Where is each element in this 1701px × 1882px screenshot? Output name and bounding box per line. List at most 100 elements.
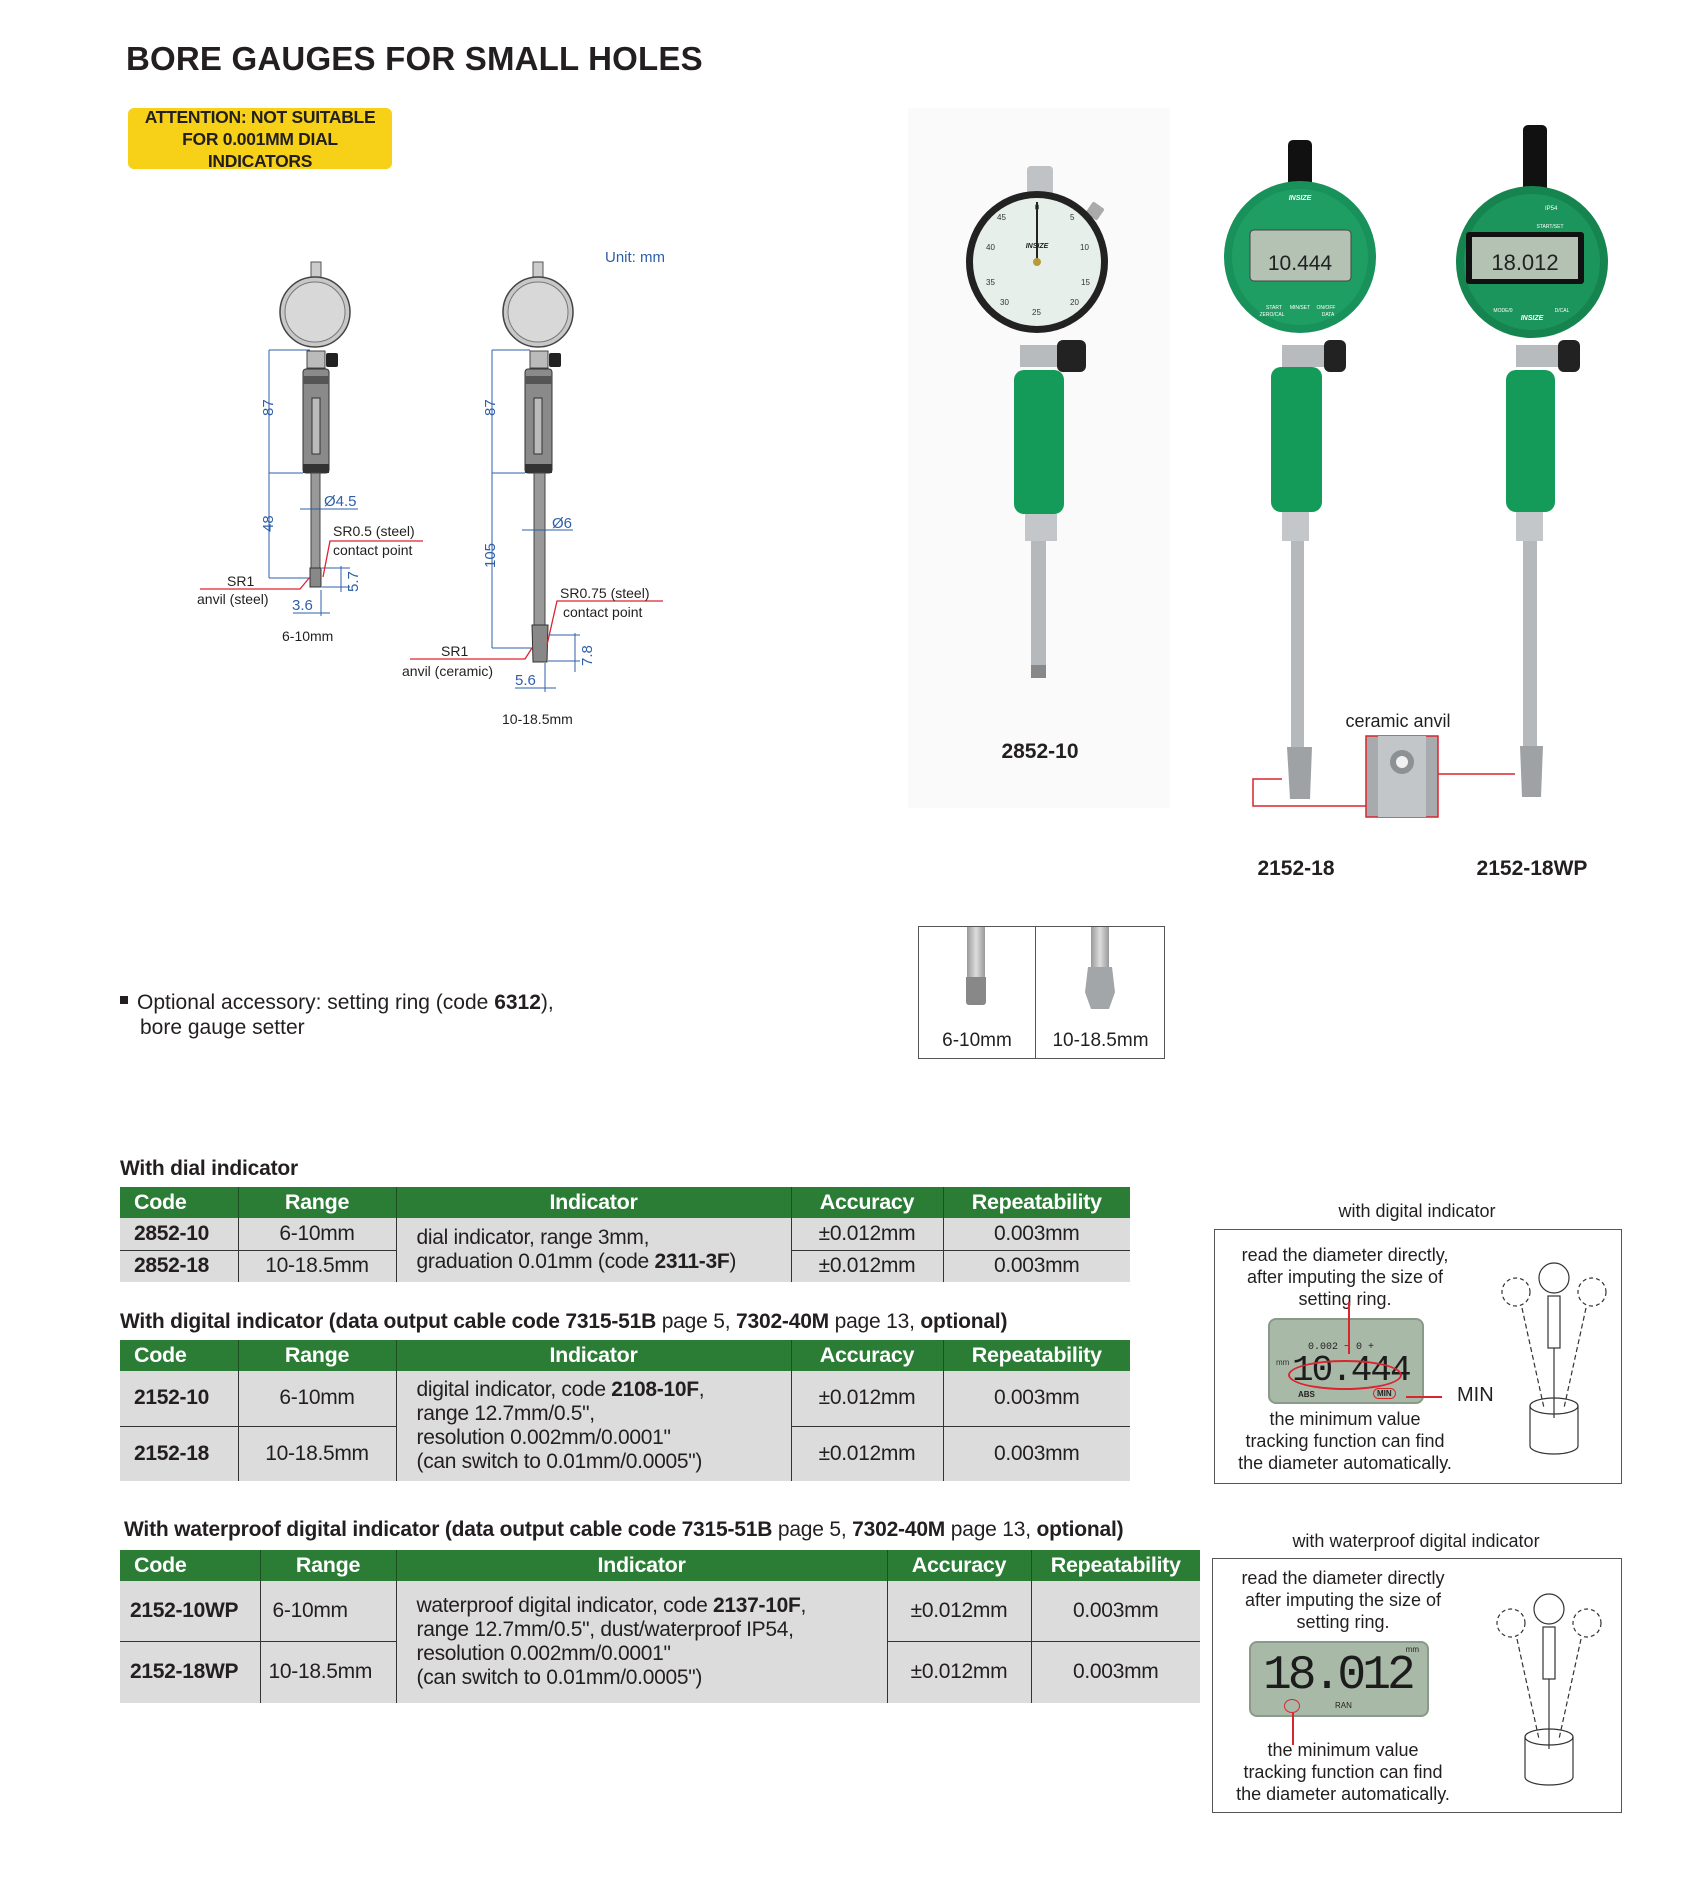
dial-number-30: 30 [1000, 298, 1009, 307]
dim-diameter-right: Ø6 [552, 515, 572, 532]
waterproof-usage-box: read the diameter directly after imputin… [1212, 1558, 1622, 1813]
text-line: after imputing the size of [1246, 1267, 1444, 1287]
accessory-text-3: bore gauge setter [140, 1016, 305, 1039]
waterproof-table-heading: With waterproof digital indicator (data … [124, 1518, 1124, 1542]
dial-number-15: 15 [1081, 278, 1090, 287]
col-code: Code [120, 1550, 260, 1581]
attention-badge: ATTENTION: NOT SUITABLE FOR 0.001MM DIAL… [128, 107, 392, 171]
dial-table-heading: With dial indicator [120, 1157, 299, 1180]
repeatability-cell: 0.003mm [1030, 1581, 1200, 1641]
ceramic-anvil-label: ceramic anvil [1345, 711, 1450, 731]
dial-number-0: 0 [1035, 203, 1040, 212]
tip-label-10-18: 10-18.5mm [1052, 1030, 1149, 1051]
gauge-drawing-10-18 [502, 261, 574, 663]
tip-label-6-10: 6-10mm [942, 1030, 1012, 1051]
indicator-line: waterproof digital indicator, code [416, 1594, 714, 1617]
min-callout-label: MIN [1457, 1384, 1494, 1406]
lcd-abs: ABS [1298, 1390, 1315, 1399]
indicator-line: (can switch to 0.01mm/0.0005") [416, 1450, 703, 1473]
digital-lcd-display: 0.002 − 0 + mm 10.444 ABS MIN [1268, 1302, 1442, 1404]
digital-bottom-text: the minimum value tracking function can … [1215, 1408, 1475, 1474]
code-cell: 2152-18WP [120, 1640, 260, 1703]
model-label-2152-18wp: 2152-18WP [1477, 857, 1588, 880]
indicator-line: ) [729, 1250, 737, 1273]
col-accuracy: Accuracy [886, 1550, 1031, 1581]
indicator-line: dial indicator, range 3mm, [416, 1226, 650, 1249]
range-cell: 6-10mm [237, 1218, 396, 1250]
dial-number-45: 45 [997, 213, 1006, 222]
tip-6-10: 6-10mm [919, 927, 1036, 1058]
anvil-label-right: SR1 [441, 643, 468, 659]
wp-mode-label: MODE/0 [1493, 308, 1512, 314]
text-line: read the diameter directly, [1241, 1245, 1449, 1265]
dimension-drawing: Unit: mm 87 48 Ø4.5 5.7 3.6 SR0.5 (steel… [197, 249, 665, 727]
dial-number-5: 5 [1070, 213, 1075, 222]
col-indicator: Indicator [395, 1550, 887, 1581]
col-repeatability: Repeatability [1030, 1550, 1200, 1581]
dim-width-right: 5.6 [515, 672, 536, 689]
digital-data-button-label: DATA [1322, 312, 1335, 318]
text-line: the diameter automatically. [1236, 1784, 1450, 1804]
model-label-2152-18: 2152-18 [1257, 857, 1334, 880]
text-line: the minimum value [1269, 1409, 1421, 1429]
digital-table-heading: With digital indicator (data output cabl… [120, 1310, 1007, 1334]
heading-part: optional) [920, 1310, 1008, 1333]
range-cell: 10-18.5mm [237, 1249, 396, 1282]
accuracy-cell: ±0.012mm [790, 1425, 943, 1481]
range-cell: 10-18.5mm [237, 1425, 396, 1481]
dim-87-right: 87 [482, 399, 499, 416]
indicator-code: 2137-10F [713, 1594, 801, 1617]
repeatability-cell: 0.003mm [942, 1371, 1130, 1426]
col-indicator: Indicator [395, 1187, 791, 1218]
wp-brand-logo: INSIZE [1521, 315, 1544, 322]
dim-105-right: 105 [482, 543, 499, 568]
digital-brand-logo: INSIZE [1289, 195, 1312, 202]
col-accuracy: Accuracy [790, 1340, 943, 1371]
range-cell: 10-18.5mm [259, 1640, 396, 1703]
lcd-reading: 18.012 [1263, 1649, 1416, 1703]
indicator-line: range 12.7mm/0.5", [416, 1402, 596, 1425]
reading-callout-line [1348, 1302, 1350, 1354]
model-label-2852-10: 2852-10 [1001, 740, 1078, 763]
range-cell: 6-10mm [259, 1581, 396, 1641]
dim-height-left: 5.7 [345, 571, 362, 592]
setting-ring-illustration [1501, 1262, 1607, 1455]
caption-left: 6-10mm [282, 628, 333, 644]
digital-start-label: START [1266, 305, 1282, 311]
col-code: Code [120, 1187, 238, 1218]
dim-diameter-left: Ø4.5 [324, 493, 357, 510]
accessory-note: Optional accessory: setting ring (code 6… [120, 990, 554, 1040]
digital-minset-label: MIN/SET [1290, 305, 1310, 311]
callout-line [1292, 1713, 1294, 1745]
repeatability-cell: 0.003mm [942, 1218, 1130, 1250]
indicator-cell: waterproof digital indicator, code 2137-… [395, 1581, 887, 1703]
accuracy-cell: ±0.012mm [886, 1581, 1031, 1641]
repeatability-cell: 0.003mm [942, 1249, 1130, 1282]
code-cell: 2152-18 [120, 1425, 238, 1481]
table-row: 2152-10 6-10mm digital indicator, code 2… [120, 1371, 1130, 1481]
range-cell: 6-10mm [237, 1371, 396, 1426]
digital-side-caption: with digital indicator [1338, 1201, 1496, 1221]
repeatability-cell: 0.003mm [1030, 1640, 1200, 1703]
waterproof-gauge-photo: IP54 START/SET 18.012 MODE/0 D/CAL INSIZ… [1456, 125, 1608, 797]
product-photos: 0 5 10 15 20 25 30 35 40 45 INSIZE INSIZ… [908, 108, 1608, 880]
table-row: 2152-18WP 10-18.5mm ±0.012mm 0.003mm [120, 1640, 1200, 1703]
table-row: 2152-18 10-18.5mm ±0.012mm 0.003mm [120, 1425, 1130, 1481]
dial-number-35: 35 [986, 278, 995, 287]
attention-line-2: FOR 0.001MM DIAL INDICATORS [182, 128, 338, 171]
dim-width-left: 3.6 [292, 597, 313, 614]
text-line: setting ring. [1298, 1289, 1392, 1309]
code-cell: 2852-18 [120, 1249, 238, 1282]
waterproof-top-text: read the diameter directly after imputin… [1213, 1567, 1473, 1633]
accuracy-cell: ±0.012mm [790, 1371, 943, 1426]
lcd-unit: mm [1276, 1358, 1290, 1367]
ip54-label: IP54 [1545, 206, 1558, 212]
text-line: setting ring. [1296, 1612, 1390, 1632]
wp-dcal-label: D/CAL [1555, 308, 1570, 314]
col-indicator: Indicator [395, 1340, 791, 1371]
heading-part: optional) [1036, 1518, 1124, 1541]
unit-label: Unit: mm [605, 249, 665, 266]
dial-brand-logo: INSIZE [1026, 243, 1049, 250]
min-indicator-circle [1284, 1699, 1300, 1713]
